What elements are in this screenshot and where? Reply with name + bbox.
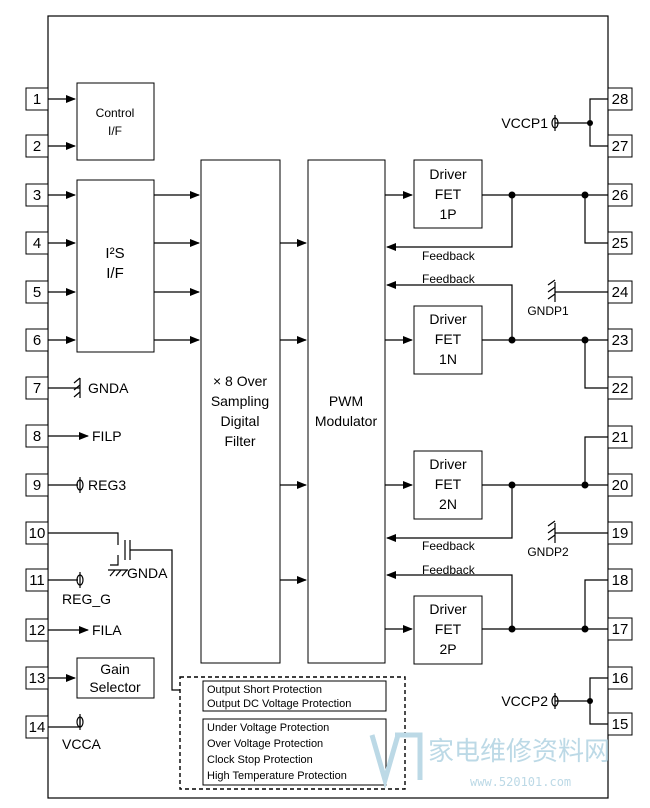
fet-gnda-label: GNDA [127, 565, 168, 581]
pin-number: 17 [612, 621, 629, 638]
right-pin-column: 28 27 26 25 24 23 22 21 20 19 18 17 16 15 [607, 87, 633, 736]
i2s-if-block [76, 179, 155, 353]
pin-number: 13 [29, 670, 46, 687]
pin12-label: FILA [92, 622, 122, 638]
filter-label-1: × 8 Over [213, 373, 267, 389]
gain-label-1: Gain [100, 661, 130, 677]
driver-2n-label-1: Driver [429, 456, 467, 472]
pin-number: 18 [612, 572, 629, 589]
gain-selector-block [76, 657, 155, 699]
filter-label-3: Digital [221, 413, 260, 429]
pin-number: 5 [33, 284, 41, 301]
driver-1p-label-1: Driver [429, 166, 467, 182]
i2s-label-2: I/F [106, 265, 124, 282]
pin-number: 26 [612, 187, 629, 204]
pin-number: 6 [33, 332, 41, 349]
driver-2n-label-3: 2N [439, 496, 457, 512]
pin-number: 19 [612, 525, 629, 542]
pin-number: 11 [29, 572, 45, 589]
pin-number: 7 [33, 380, 41, 397]
pin-number: 24 [612, 284, 629, 301]
watermark-url-text: www.520101.com [470, 775, 571, 789]
control-if-block [76, 82, 155, 161]
pin14-label: VCCA [62, 736, 102, 752]
driver-fet-1p-block [413, 159, 483, 229]
ic-package-outline [47, 15, 609, 799]
pin-number: 27 [612, 138, 629, 155]
driver-1n-label-3: 1N [439, 351, 457, 367]
driver-1n-label-2: FET [435, 331, 462, 347]
feedback-label-1p: Feedback [422, 249, 476, 263]
pin-number: 4 [33, 235, 41, 252]
driver-fet-2p-block [413, 595, 483, 665]
pin-number: 9 [33, 477, 41, 494]
watermark: 家电维修资料网 www.520101.com [369, 732, 610, 790]
control-if-label-2: I/F [108, 124, 122, 138]
driver-1n-label-1: Driver [429, 311, 467, 327]
pin-number: 15 [612, 716, 629, 733]
pin-number: 16 [612, 670, 629, 687]
driver-1p-label-3: 1P [439, 206, 456, 222]
supply-symbols [73, 115, 559, 730]
pin11-label: REG_G [62, 591, 111, 607]
prot-output-dc: Output DC Voltage Protection [207, 698, 351, 710]
pin-number: 25 [612, 235, 629, 252]
pin-number: 1 [33, 91, 41, 108]
pin-number: 21 [612, 429, 629, 446]
pin-number: 8 [33, 428, 41, 445]
output-wiring [48, 98, 608, 728]
prot-over-voltage: Over Voltage Protection [207, 738, 323, 750]
prot-clock-stop: Clock Stop Protection [207, 754, 313, 766]
junction-dots [508, 120, 593, 704]
control-if-label-1: Control [96, 106, 135, 120]
pin8-label: FILP [92, 428, 122, 444]
input-arrows [48, 95, 413, 682]
pwm-modulator-block [307, 159, 386, 664]
pin-number: 2 [33, 138, 41, 155]
protection-box-output [202, 680, 387, 712]
pin-number: 23 [612, 332, 629, 349]
pwm-label-2: Modulator [315, 413, 378, 429]
watermark-cn-text: 家电维修资料网 [428, 737, 610, 767]
filter-label-2: Sampling [211, 393, 269, 409]
driver-2p-label-1: Driver [429, 601, 467, 617]
i2s-label-1: I²S [105, 245, 124, 262]
filter-label-4: Filter [224, 433, 255, 449]
pin7-label: GNDA [88, 380, 129, 396]
vccp1-label: VCCP1 [501, 115, 548, 131]
feedback-label-1n: Feedback [422, 272, 476, 286]
pin-number: 14 [29, 719, 46, 736]
pin-number: 22 [612, 380, 629, 397]
feedback-label-2p: Feedback [422, 563, 476, 577]
protection-box-system [202, 718, 387, 786]
pin9-label: REG3 [88, 477, 126, 493]
pin-number: 3 [33, 187, 41, 204]
driver-1p-label-2: FET [435, 186, 462, 202]
pin-number: 10 [29, 525, 46, 542]
driver-2n-label-2: FET [435, 476, 462, 492]
prot-high-temp: High Temperature Protection [207, 770, 347, 782]
driver-2p-label-2: FET [435, 621, 462, 637]
pin-number: 12 [29, 622, 46, 639]
oversampling-filter-block [200, 159, 281, 664]
pwm-label-1: PWM [329, 393, 363, 409]
gndp1-label: GNDP1 [527, 304, 569, 318]
driver-2p-label-3: 2P [439, 641, 456, 657]
feedback-label-2n: Feedback [422, 539, 476, 553]
vccp2-label: VCCP2 [501, 693, 548, 709]
pin-number: 28 [612, 91, 629, 108]
gndp2-label: GNDP2 [527, 545, 569, 559]
prot-output-short: Output Short Protection [207, 684, 322, 696]
prot-under-voltage: Under Voltage Protection [207, 722, 329, 734]
gain-label-2: Selector [89, 679, 141, 695]
pin-number: 20 [612, 477, 629, 494]
